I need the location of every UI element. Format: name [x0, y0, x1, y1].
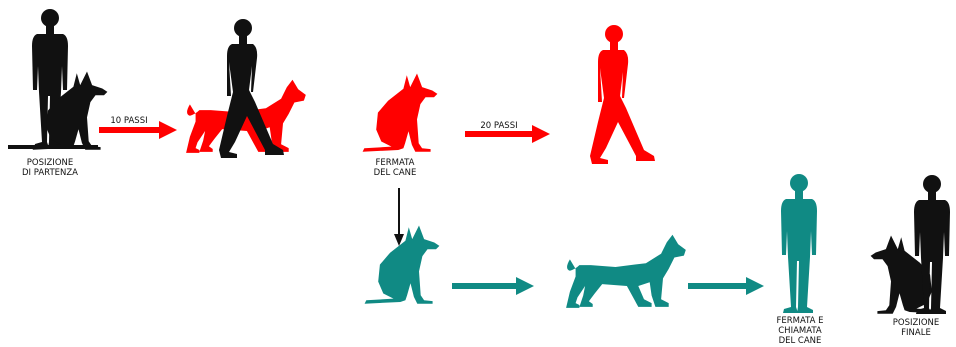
teal-walking-dog-icon: [566, 234, 686, 308]
label-final-position: POSIZIONE FINALE: [892, 318, 940, 338]
teal-arrow-2-icon: [688, 277, 764, 295]
arrow-20-steps-icon: [465, 125, 550, 143]
arrow-down-icon: [394, 188, 404, 246]
label-start-position: POSIZIONE DI PARTENZA: [22, 158, 78, 178]
label-stop-and-call: FERMATA E CHIAMATA DEL CANE: [776, 316, 824, 346]
teal-arrow-1-icon: [452, 277, 534, 295]
label-dog-stop: FERMATA DEL CANE: [373, 158, 417, 178]
walking-away-man-icon: [590, 25, 655, 164]
arrow-10-steps-icon: [99, 121, 177, 139]
stopped-dog-icon: [362, 73, 438, 152]
label-20-steps: 20 PASSI: [480, 121, 518, 131]
start-shadow: [8, 145, 98, 149]
label-10-steps: 10 PASSI: [110, 116, 148, 126]
teal-standing-man-icon: [781, 174, 817, 313]
